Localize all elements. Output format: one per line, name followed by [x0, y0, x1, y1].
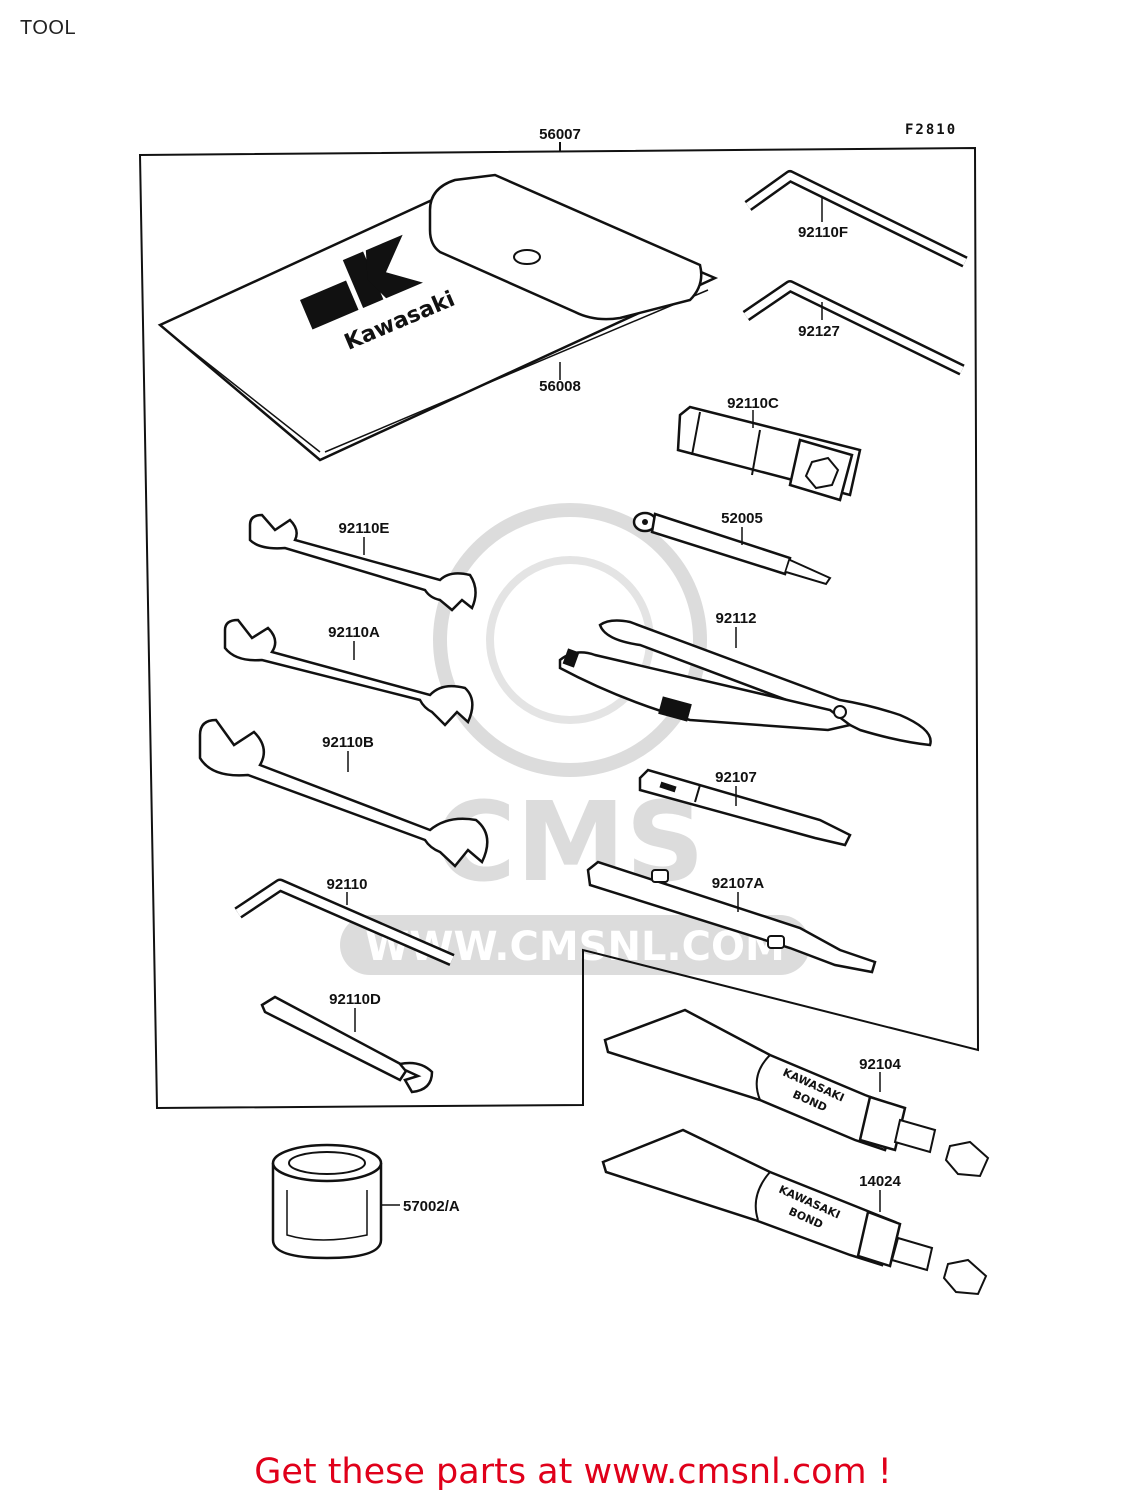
label-92107: 92107	[715, 769, 757, 786]
bond-tube-92104: KAWASAKI BOND	[603, 1008, 990, 1178]
label-92110c: 92110C	[727, 395, 779, 412]
screwdriver-92107a	[586, 860, 877, 974]
label-92110d: 92110D	[329, 991, 381, 1008]
label-92110b: 92110B	[322, 734, 374, 751]
label-57002a: 57002/A	[403, 1198, 460, 1215]
label-92104: 92104	[859, 1056, 901, 1073]
tool-bag: Kawasaki	[157, 173, 719, 462]
bond-tube-14024: KAWASAKI BOND	[601, 1128, 988, 1296]
figure-code: F2810	[905, 122, 957, 138]
screwdriver-92107	[638, 768, 852, 847]
label-56008: 56008	[539, 378, 581, 395]
cms-watermark: CMS WWW.CMSNL.COM	[340, 503, 810, 975]
wrench-92110b	[198, 718, 489, 868]
label-92107a: 92107A	[712, 875, 765, 892]
parts-diagram: CMS WWW.CMSNL.COM Kawasaki	[138, 122, 990, 1296]
part-labels: F2810 56007 56008 92110F 92127 92110C 52…	[322, 122, 957, 1215]
leader-lines	[346, 196, 881, 1212]
label-92110: 92110	[327, 876, 368, 893]
plug-wrench-92110c	[676, 405, 862, 502]
spoke-wrench-92110d	[260, 995, 434, 1094]
label-92110e: 92110E	[339, 520, 390, 537]
grease-can	[271, 1143, 383, 1260]
pliers-92112	[558, 619, 932, 747]
page-title: TOOL	[20, 17, 77, 39]
hex-wrench-92110	[234, 878, 455, 966]
wrench-92110e	[248, 513, 477, 612]
label-92110a: 92110A	[328, 624, 380, 641]
screwdriver-handle-52005	[632, 511, 832, 586]
label-92127: 92127	[798, 323, 840, 340]
wrench-92110a	[223, 618, 474, 727]
label-92110f: 92110F	[798, 224, 848, 241]
label-52005: 52005	[721, 510, 763, 527]
hex-wrench-92127	[742, 280, 965, 376]
label-92112: 92112	[716, 610, 757, 627]
hex-wrench-92110f	[744, 170, 968, 268]
label-56007: 56007	[539, 126, 581, 143]
label-14024: 14024	[859, 1173, 901, 1190]
kit-boundary-frame	[138, 146, 980, 1110]
get-parts-link[interactable]: Get these parts at www.cmsnl.com !	[254, 1452, 892, 1492]
